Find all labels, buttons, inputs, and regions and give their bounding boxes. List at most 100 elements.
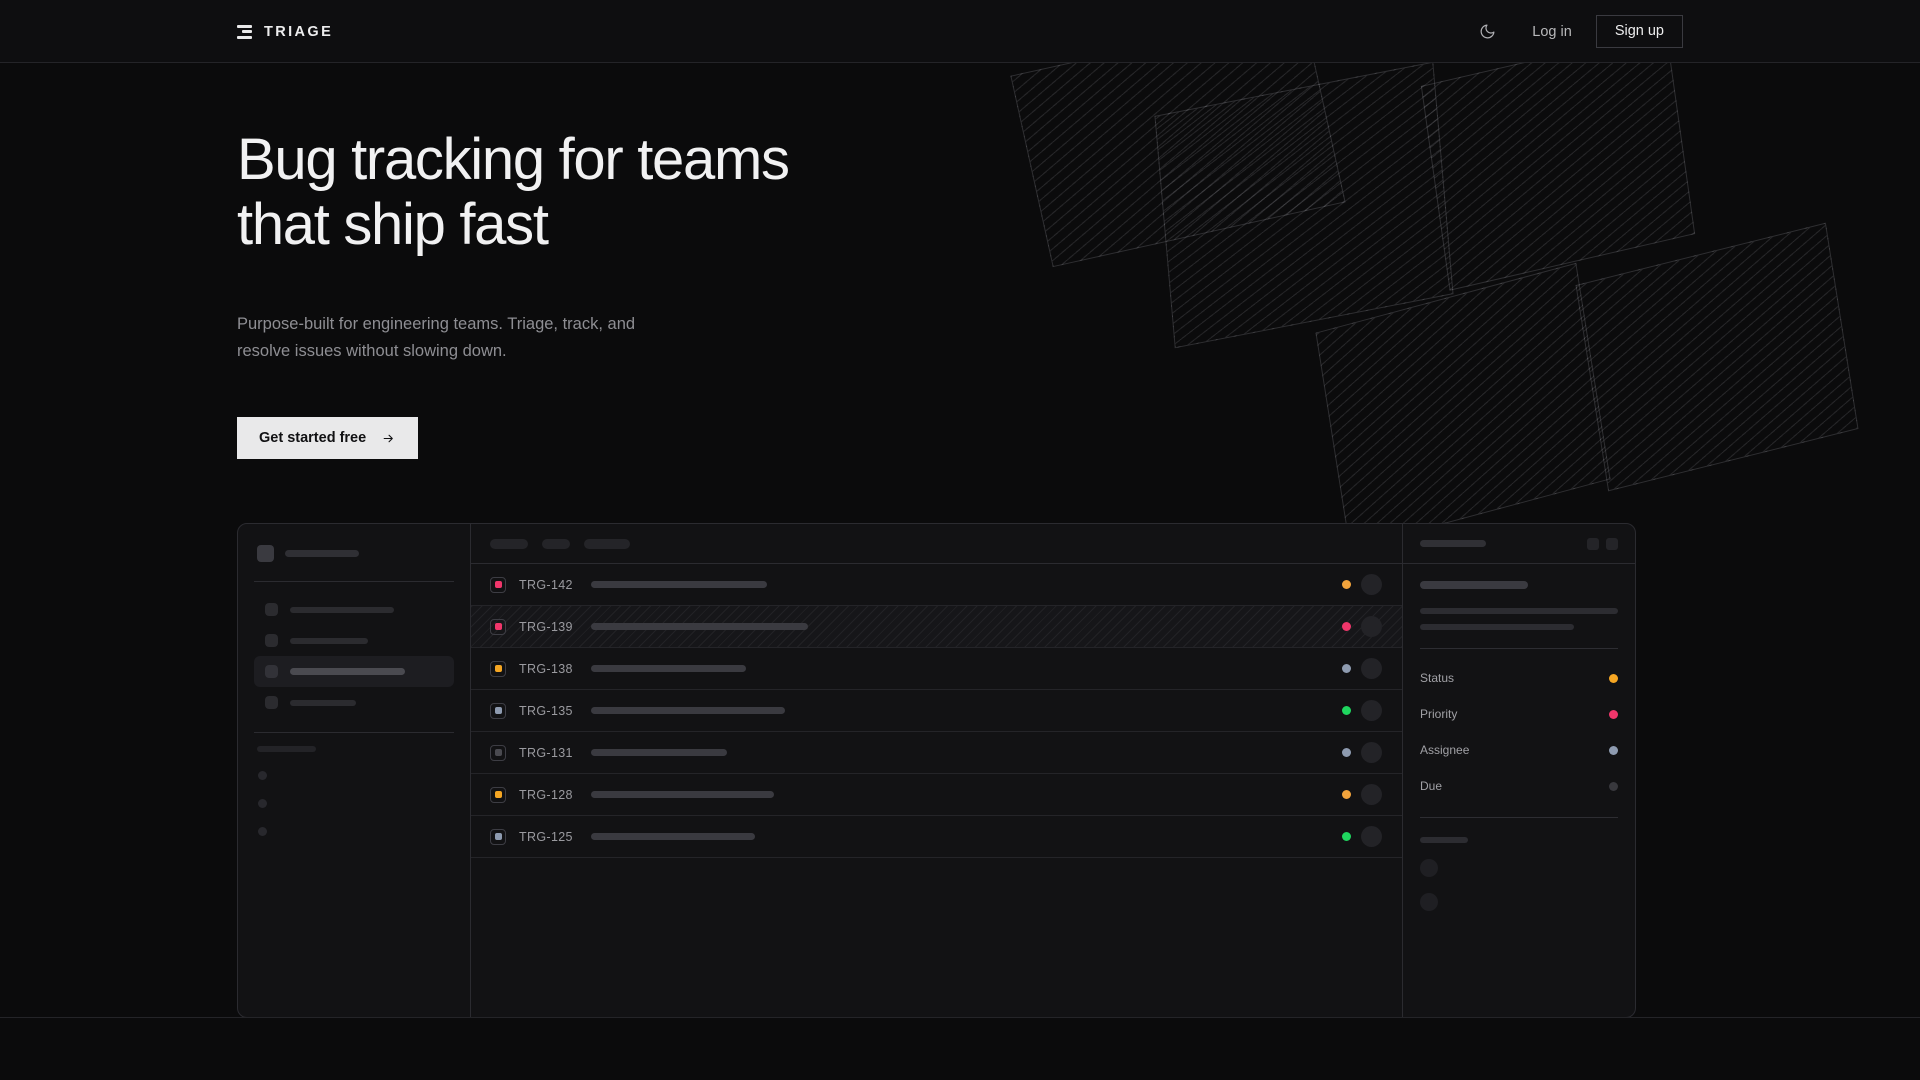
mockup-brand-placeholder: [285, 550, 359, 557]
detail-heading-placeholder: [1420, 581, 1528, 589]
hero-section: Bug tracking for teams that ship fast Pu…: [237, 63, 790, 460]
moon-icon[interactable]: [1470, 15, 1504, 49]
detail-meta-value-dot: [1609, 709, 1618, 719]
avatar: [1361, 574, 1382, 595]
mockup-sidebar-item-1[interactable]: [254, 625, 454, 656]
decor-slab-2: [1154, 63, 1454, 349]
detail-meta-value-dot: [1609, 673, 1618, 683]
detail-meta-row-priority[interactable]: Priority: [1420, 707, 1618, 721]
priority-chip-icon: [490, 828, 506, 845]
status-badge: [1342, 790, 1351, 799]
status-badge: [1342, 706, 1351, 715]
row-meta: [1342, 616, 1402, 637]
avatar: [1361, 658, 1382, 679]
issue-id: TRG-138: [519, 661, 573, 676]
avatar: [1361, 784, 1382, 805]
detail-title-placeholder: [1420, 540, 1486, 547]
mockup-toolbar-control-2[interactable]: [584, 538, 630, 549]
detail-meta-value-dot: [1609, 781, 1618, 791]
avatar: [1361, 742, 1382, 763]
mockup-sidebar-sub-item-1[interactable]: [258, 799, 267, 808]
detail-meta-label: Status: [1420, 671, 1455, 685]
mockup-sidebar-brand: [254, 540, 454, 562]
sidebar-divider-bottom: [254, 732, 454, 733]
mockup-sidebar-item-icon: [265, 603, 278, 616]
mockup-sidebar-item-label-placeholder: [290, 668, 405, 675]
issue-id: TRG-142: [519, 577, 573, 592]
get-started-button[interactable]: Get started free: [237, 417, 419, 460]
detail-meta-row-status[interactable]: Status: [1420, 671, 1618, 685]
mockup-sidebar-sublist: [254, 752, 454, 836]
detail-avatar-2: [1420, 893, 1438, 911]
status-badge: [1342, 580, 1351, 589]
mockup-detail-header: [1403, 524, 1635, 564]
mockup-logo-placeholder: [257, 545, 274, 562]
mockup-sidebar-item-icon: [265, 696, 278, 709]
avatar: [1361, 700, 1382, 721]
mockup-sidebar-item-label-placeholder: [290, 699, 356, 706]
status-badge: [1342, 748, 1351, 757]
issue-title-placeholder: [591, 749, 727, 756]
detail-action-1-placeholder[interactable]: [1587, 537, 1599, 550]
hero-subtitle: Purpose-built for engineering teams. Tri…: [237, 314, 636, 360]
mockup-sidebar-item-0[interactable]: [254, 594, 454, 625]
table-row[interactable]: TRG-142: [471, 564, 1402, 606]
issue-id: TRG-131: [519, 745, 573, 760]
cta-label: Get started free: [259, 430, 367, 447]
status-badge: [1342, 664, 1351, 673]
row-meta: [1342, 574, 1402, 595]
mockup-toolbar-control-1[interactable]: [542, 538, 570, 549]
table-row[interactable]: TRG-139: [471, 606, 1402, 648]
detail-meta-label: Priority: [1420, 707, 1458, 721]
mockup-sidebar-sub-item-0[interactable]: [258, 771, 267, 780]
mockup-toolbar: [471, 524, 1402, 564]
detail-divider-top: [1420, 648, 1618, 649]
table-row[interactable]: TRG-125: [471, 816, 1402, 858]
table-row[interactable]: TRG-138: [471, 648, 1402, 690]
sidebar-divider-top: [254, 581, 454, 582]
sidebar-section-label-placeholder: [257, 746, 316, 752]
detail-meta-value-dot: [1609, 745, 1618, 755]
mockup-sidebar-item-3[interactable]: [254, 687, 454, 718]
table-row[interactable]: TRG-131: [471, 732, 1402, 774]
status-badge: [1342, 622, 1351, 631]
avatar: [1361, 616, 1382, 637]
detail-meta-row-due[interactable]: Due: [1420, 779, 1618, 793]
detail-meta-row-assignee[interactable]: Assignee: [1420, 743, 1618, 757]
brand-name: TRIAGE: [264, 23, 334, 40]
issue-title-placeholder: [591, 581, 767, 588]
table-row[interactable]: TRG-135: [471, 690, 1402, 732]
issue-title-placeholder: [591, 623, 808, 630]
decor-slab-4: [1315, 262, 1611, 550]
mockup-sidebar-item-2[interactable]: [254, 656, 454, 687]
issue-title-placeholder: [591, 833, 755, 840]
stacked-bars-logo-icon: [237, 24, 252, 39]
login-link[interactable]: Log in: [1532, 23, 1572, 40]
priority-chip-icon: [490, 786, 506, 803]
detail-avatar-1: [1420, 859, 1438, 877]
row-meta: [1342, 700, 1402, 721]
table-row[interactable]: TRG-128: [471, 774, 1402, 816]
detail-meta-label: Assignee: [1420, 743, 1470, 757]
priority-chip-icon: [490, 744, 506, 761]
mockup-toolbar-control-0[interactable]: [490, 538, 528, 549]
page-title: Bug tracking for teams that ship fast: [237, 127, 790, 257]
priority-chip-icon: [490, 660, 506, 677]
mockup-sidebar-item-label-placeholder: [290, 606, 394, 613]
row-meta: [1342, 742, 1402, 763]
decor-slab-1: [1010, 63, 1346, 268]
priority-chip-icon: [490, 576, 506, 593]
mockup-sidebar-nav: [254, 594, 454, 718]
row-meta: [1342, 784, 1402, 805]
brand-logo[interactable]: TRIAGE: [237, 0, 333, 63]
detail-action-2-placeholder[interactable]: [1606, 537, 1618, 550]
avatar: [1361, 826, 1382, 847]
mockup-sidebar-sub-item-2[interactable]: [258, 827, 267, 836]
signup-button[interactable]: Sign up: [1595, 15, 1683, 48]
